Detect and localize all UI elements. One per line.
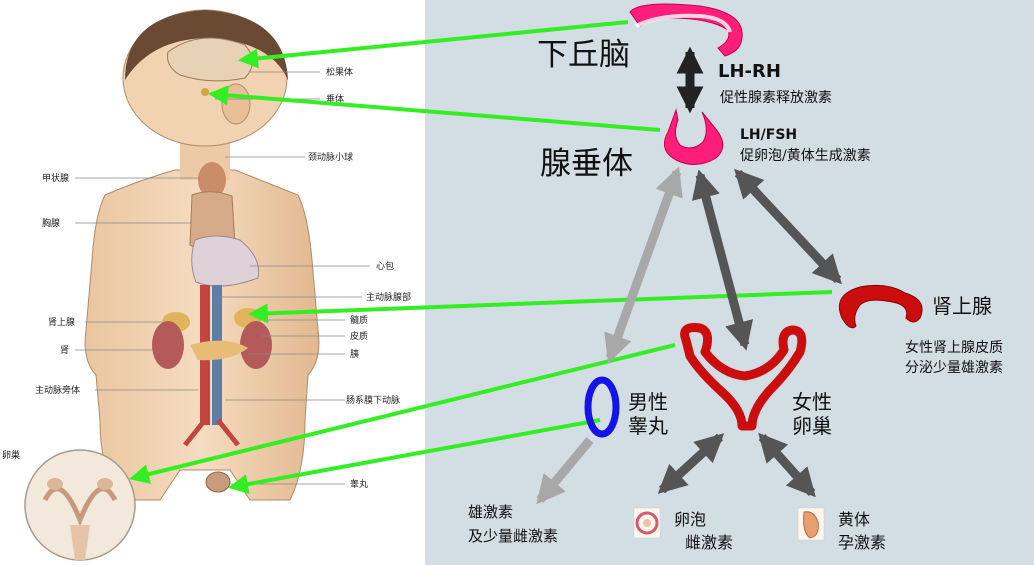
arrow-pituitary-to-body (208, 85, 661, 132)
label-carotid: 颈动脉小球 (308, 151, 353, 163)
gray-arrows (536, 166, 842, 505)
label-hypothalamus: 下丘脑 (537, 37, 630, 73)
arrow-pituitary-adrenal (734, 168, 842, 285)
child-body-illustration (24, 9, 320, 561)
follicle-icon (633, 507, 661, 539)
label-adrenal-note-1: 女性肾上腺皮质 (905, 339, 1003, 356)
label-lhfsh-desc: 促卵泡/黄体生成激素 (740, 147, 871, 164)
arrow-adrenal-to-body (248, 290, 833, 324)
arrow-testis-to-body (228, 418, 601, 494)
label-progesterone: 孕激素 (838, 533, 886, 552)
hypothalamus-shape (629, 3, 743, 57)
label-testis: 睾丸 (628, 414, 668, 438)
label-corpus-luteum: 黄体 (838, 510, 870, 529)
label-pituitary: 腺垂体 (540, 146, 633, 182)
anatomy-labels: 松果体 垂体 颈动脉小球 甲状腺 胸腺 心包 主动脉腺部 肾上腺 髓质 皮质 肾… (2, 66, 411, 490)
label-female: 女性 (792, 390, 832, 414)
label-follicle: 卵泡 (674, 510, 706, 529)
arrow-ovary-follicle (657, 433, 725, 494)
label-thymus: 胸腺 (42, 217, 60, 229)
arrow-testis-androgen (536, 437, 594, 505)
label-androgen-1: 雄激素 (468, 503, 513, 521)
label-lhrh-desc: 促性腺素释放激素 (720, 89, 832, 106)
label-ovary-small: 卵巢 (2, 449, 20, 461)
label-cortex: 皮质 (350, 330, 368, 342)
label-testis-small: 睾丸 (350, 478, 368, 490)
label-adrenal: 肾上腺 (932, 294, 992, 318)
label-adrenal-note-2: 分泌少量雄激素 (905, 359, 1003, 376)
arrow-ovary-to-inset (129, 343, 676, 484)
testis-shape (584, 376, 620, 438)
label-leader-lines (75, 71, 370, 485)
label-male: 男性 (628, 390, 668, 414)
label-mesenteric: 肠系膜下动脉 (346, 394, 400, 406)
label-medulla: 髓质 (350, 314, 368, 326)
label-heart: 心包 (376, 260, 394, 272)
label-lhrh: LH-RH (718, 61, 781, 82)
label-paraaortic: 主动脉旁体 (35, 384, 80, 396)
label-lhfsh: LH/FSH (740, 127, 797, 143)
label-androgen-2: 及少量雌激素 (468, 527, 558, 545)
label-aortic-body: 主动脉腺部 (366, 291, 411, 303)
label-pancreas: 胰 (350, 348, 359, 360)
pituitary-shape (663, 108, 724, 165)
label-ovary: 卵巢 (792, 414, 832, 438)
label-adrenal-small: 肾上腺 (48, 316, 75, 328)
arrow-pituitary-ovary (691, 169, 754, 351)
green-arrows (129, 20, 833, 494)
label-pineal: 松果体 (326, 66, 353, 78)
label-thyroid: 甲状腺 (42, 172, 69, 184)
arrow-hypothalamus-to-brain (238, 20, 629, 69)
adrenal-shape (838, 285, 923, 329)
label-kidney: 肾 (60, 345, 69, 356)
corpus-luteum-icon (797, 507, 825, 541)
arrow-pituitary-testis (604, 166, 683, 364)
arrow-ovary-corpus (758, 432, 816, 498)
hormone-labels: 下丘脑 LH-RH 促性腺素释放激素 腺垂体 LH/FSH 促卵泡/黄体生成激素… (468, 37, 1003, 552)
label-estrogen: 雌激素 (685, 533, 733, 552)
